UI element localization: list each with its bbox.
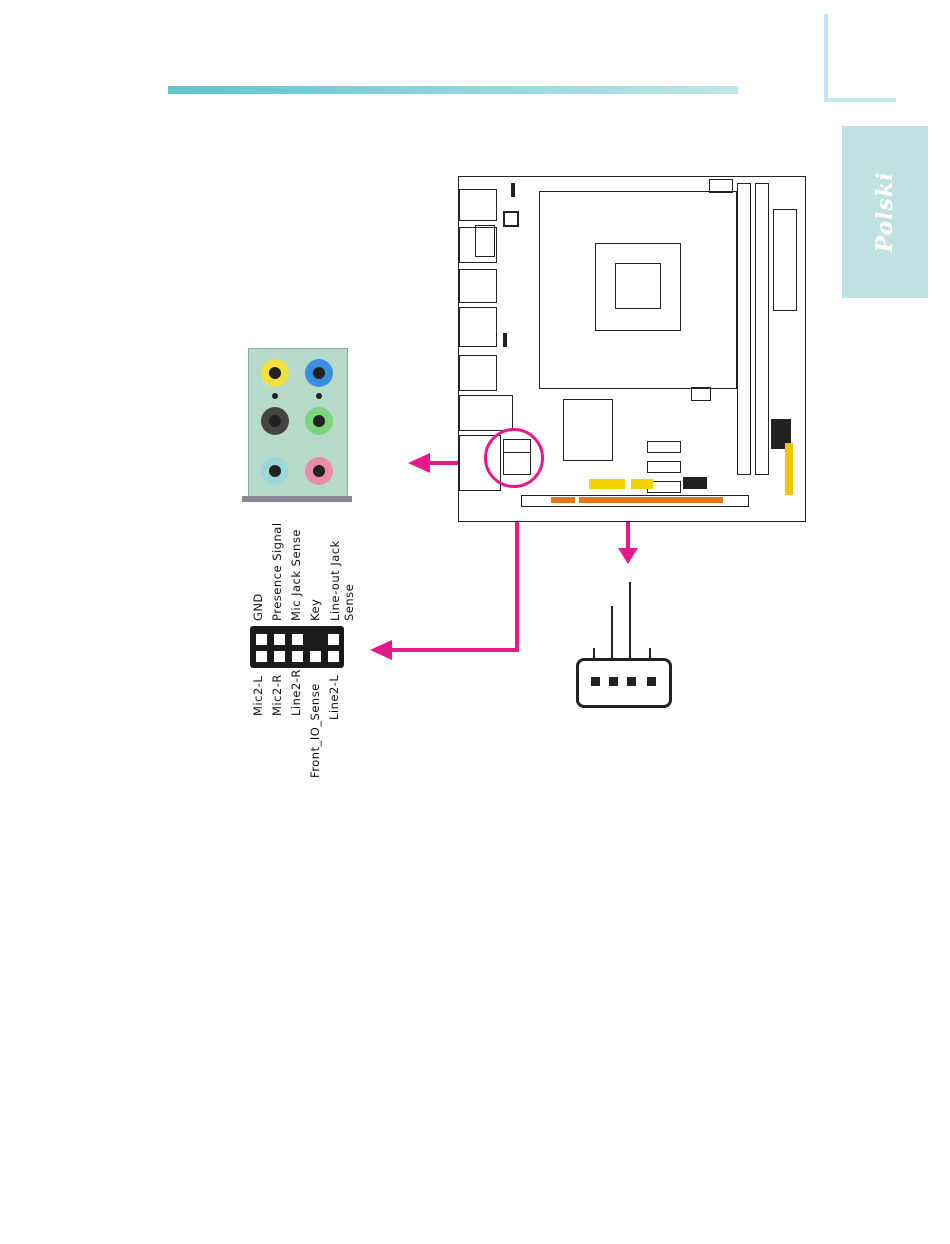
pin-label-mic-jack-sense: Mic Jack Sense [290,529,303,621]
front-audio-header [250,626,344,668]
rear-audio-panel [248,348,348,502]
pin-label-line2-r: Line2-R [290,669,303,716]
fan-wire [611,606,613,664]
pin-strip [511,183,515,197]
header-pin [292,651,303,662]
usb-port [459,355,497,391]
arrow-left-icon [370,640,392,660]
pin-label-mic2-r: Mic2-R [271,674,284,716]
fan-pin [609,677,618,686]
arrow-down-icon [618,548,638,564]
fan-header [691,387,711,401]
yellow-jack [261,359,289,387]
indicator-dot [316,393,322,399]
fan-header [709,179,733,193]
io-port [459,189,497,221]
panel-bracket [242,496,352,502]
header-rule [168,86,738,94]
io-port [459,269,497,303]
io-port [459,395,513,431]
fan-pin [647,677,656,686]
arrow-left-icon [408,453,430,473]
cpu-socket-core [615,263,661,309]
arrow-shaft [430,461,458,465]
corner-mark-vertical [824,14,828,102]
pin-label-presence-signal: Presence Signal [271,522,284,621]
chip [503,211,519,227]
black-jack [261,407,289,435]
header-pin [328,651,339,662]
black-header [683,477,707,489]
fan-connector [576,658,672,708]
header-pin [328,634,339,645]
language-tab[interactable]: Polski [842,126,928,298]
pcie-slot-fill [551,497,575,503]
power-connector [773,209,797,311]
header-pin [310,651,321,662]
usb-port [459,307,497,347]
dimm-slot [737,183,751,475]
header-pin [256,634,267,645]
chipset [563,399,613,461]
pink-jack [305,457,333,485]
fan-pin [591,677,600,686]
pin-label-line2-l: Line2-L [328,675,341,720]
pin-label-front-io-sense: Front_IO_Sense [309,683,322,778]
sata-port [647,461,681,473]
dimm-slot [755,183,769,475]
teal-jack [261,457,289,485]
header-pin [292,634,303,645]
header-pin [256,651,267,662]
fan-pin [627,677,636,686]
header-pin [274,634,285,645]
pin-strip [503,333,507,347]
pin-label-mic2-l: Mic2-L [252,676,265,716]
pin-label-gnd: GND [252,593,265,621]
fan-wire [629,582,631,664]
header-pin-key [310,634,321,645]
pin-label-line-out-jack-sense: Line-out Jack Sense [328,529,356,621]
language-tab-label: Polski [872,172,898,253]
yellow-header [589,479,625,489]
pcie-slot-fill [579,497,723,503]
pin-label-key: Key [309,599,322,621]
header-pin [274,651,285,662]
io-port [475,225,495,257]
sata-port [647,441,681,453]
yellow-header [631,479,653,489]
color-header [785,443,793,495]
callout-line [392,648,519,652]
green-jack [305,407,333,435]
blue-jack [305,359,333,387]
corner-mark-horizontal [824,98,896,102]
highlight-circle [484,428,544,488]
indicator-dot [272,393,278,399]
